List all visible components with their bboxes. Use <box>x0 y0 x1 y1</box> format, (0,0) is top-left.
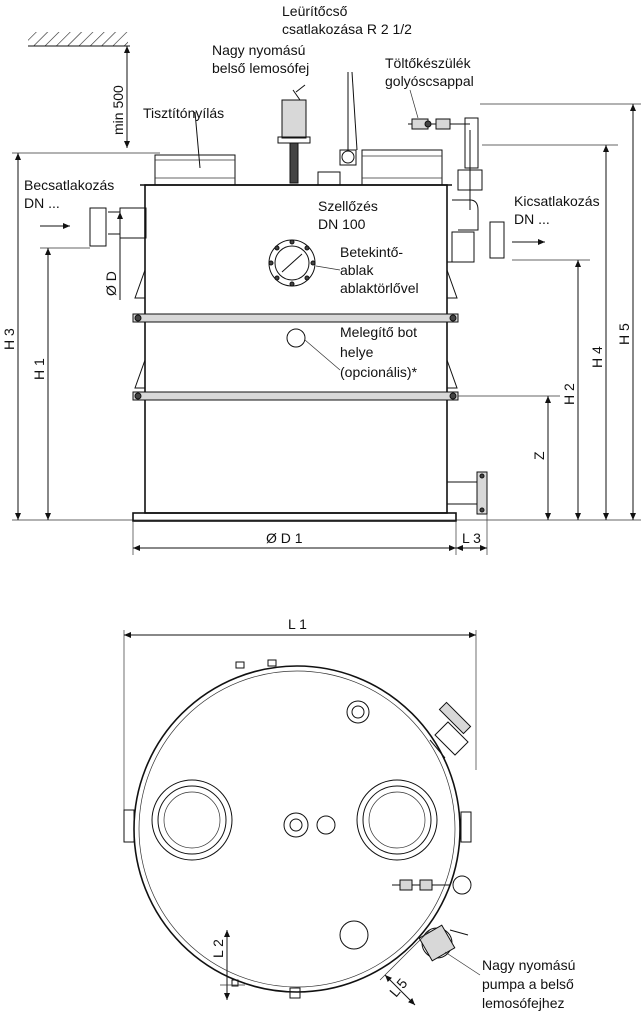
label-pumpa-1: Nagy nyomású <box>482 957 575 973</box>
label-betekinto-3: ablaktörlővel <box>340 280 419 296</box>
label-pumpa-3: lemosófejhez <box>482 995 565 1011</box>
svg-text:Z: Z <box>531 451 547 460</box>
label-nagy-nyomasu-2: belső lemosófej <box>212 60 309 76</box>
svg-text:H 2: H 2 <box>561 383 577 405</box>
label-kicsatlakozas-2: DN ... <box>514 211 550 227</box>
label-melegito-1: Melegítő bot <box>340 324 417 340</box>
label-leuritocso-2: csatlakozása R 2 1/2 <box>282 21 412 37</box>
min500-label: min 500 <box>110 85 126 135</box>
outlet-connection <box>489 221 545 259</box>
inspection-window <box>268 239 316 287</box>
drain-pipe <box>339 71 358 166</box>
dimension-l1: L 1 <box>123 616 477 820</box>
label-melegito-2: helye <box>340 344 374 360</box>
manhole-right <box>356 779 438 861</box>
label-nagy-nyomasu-1: Nagy nyomású <box>212 42 305 58</box>
label-leuritocso-1: Leürítőcső <box>282 3 348 19</box>
dimension-h1: H 1 <box>31 247 90 520</box>
label-tisztitonyilas: Tisztítónyílás <box>143 105 224 121</box>
svg-text:H 3: H 3 <box>1 328 17 350</box>
dimension-od: Ø D <box>103 212 123 300</box>
label-melegito-3: (opcionális)* <box>340 364 418 380</box>
svg-text:L 5: L 5 <box>386 975 411 1000</box>
label-kicsatlakozas-1: Kicsatlakozás <box>514 193 600 209</box>
top-view: L 1 <box>123 616 575 1011</box>
manhole-left <box>151 779 233 861</box>
ventilation <box>317 171 341 186</box>
svg-text:L 2: L 2 <box>210 939 226 958</box>
top-opening-right <box>361 149 443 186</box>
inlet-connection <box>40 207 147 247</box>
ceiling <box>28 32 130 47</box>
filling-device <box>408 117 483 263</box>
svg-text:L 3: L 3 <box>462 530 481 546</box>
svg-text:H 1: H 1 <box>31 358 47 380</box>
label-szellozes-2: DN 100 <box>318 216 366 232</box>
dimension-od1: Ø D 1 <box>132 521 457 555</box>
label-pumpa-2: pumpa a belső <box>482 976 574 992</box>
label-betekinto-1: Betekintő- <box>340 244 403 260</box>
svg-text:H 5: H 5 <box>616 323 632 345</box>
bottom-nozzle <box>446 471 488 515</box>
outlet-flange-top <box>429 701 472 759</box>
cleaning-opening <box>154 111 236 186</box>
label-toltokeszulek-1: Töltőkészülék <box>385 55 472 71</box>
dimension-h4: H 4 <box>482 144 618 520</box>
svg-text:Ø D 1: Ø D 1 <box>266 530 303 546</box>
min500-dimension: min 500 <box>110 46 130 148</box>
label-betekinto-2: ablak <box>340 262 374 278</box>
tank-body <box>132 184 459 522</box>
label-becsatlakozas-1: Becsatlakozás <box>24 177 114 193</box>
dimension-h3: H 3 <box>1 153 21 520</box>
side-view: min 500 <box>1 3 641 555</box>
filling-device-top <box>392 875 472 895</box>
dimension-l2: L 2 <box>210 930 245 1000</box>
wash-head <box>277 84 311 184</box>
dimension-l3: L 3 <box>456 514 488 555</box>
label-becsatlakozas-2: DN ... <box>24 195 60 211</box>
pump-top <box>418 924 481 976</box>
label-toltokeszulek-2: golyóscsappal <box>385 73 474 89</box>
tank-outline-top <box>133 665 461 993</box>
svg-text:Ø D: Ø D <box>103 271 119 296</box>
dimension-h5: H 5 <box>480 103 641 520</box>
heating-rod-place <box>286 328 341 371</box>
svg-text:L 1: L 1 <box>288 616 307 632</box>
svg-text:H 4: H 4 <box>589 346 605 368</box>
dimension-z: Z <box>458 395 560 520</box>
dimension-h2: H 2 <box>512 259 590 520</box>
label-szellozes-1: Szellőzés <box>318 198 378 214</box>
